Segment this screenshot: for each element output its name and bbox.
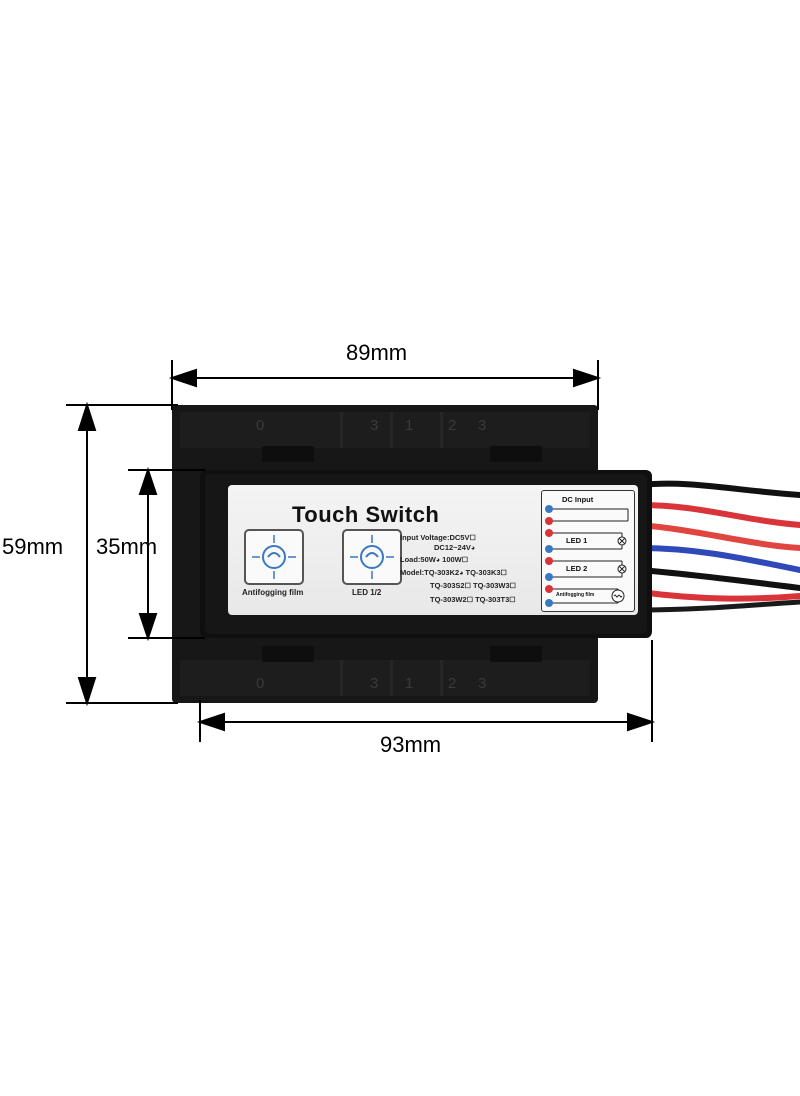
dimension-inner-height: 35mm (96, 534, 158, 559)
wire-red-2 (637, 522, 800, 551)
wiring-header: DC Input (562, 495, 594, 504)
ruler-mark: 1 (405, 417, 414, 434)
finger-touch-icon (252, 535, 296, 579)
ruler-mark: 3 (478, 417, 487, 434)
spec-model-row-2: TQ-303S2☐ TQ-303W3☐ (430, 581, 516, 590)
wiring-diagram: DC Input LED 1 LED 2 Antifogging film (541, 490, 635, 612)
wire-black-bottom (637, 599, 800, 613)
spec-model-row-1: Model:TQ-303K2◕ TQ-303K3☐ (400, 568, 507, 577)
wiring-lines (545, 505, 629, 607)
touch-pad-antifog (244, 529, 304, 585)
ruler-mark: 0 (256, 675, 265, 692)
pad-caption-antifog: Antifogging film (242, 588, 304, 597)
dimension-outer-height: 59mm (2, 534, 64, 559)
finger-touch-icon (350, 535, 394, 579)
ruler-mark: 2 (448, 675, 457, 692)
wire-black-mid (637, 567, 800, 591)
wires (637, 480, 800, 613)
pad-caption-led: LED 1/2 (352, 588, 382, 597)
wire-red-1 (637, 502, 800, 528)
ruler-mark: 2 (448, 417, 457, 434)
wire-blue (637, 545, 800, 573)
ruler-mark: 0 (256, 417, 265, 434)
wiring-fog: Antifogging film (556, 592, 595, 598)
spec-model-row-3: TQ-303W2☐ TQ-303T3☐ (430, 595, 516, 604)
spec-input-voltage-1: Input Voltage:DC5V☐ (400, 533, 476, 542)
wire-red-3 (637, 589, 800, 602)
dimension-lines (66, 360, 656, 742)
ruler-mark: 3 (478, 675, 487, 692)
wiring-led1: LED 1 (566, 536, 588, 545)
product-label: Touch Switch Antifogging film (228, 485, 638, 615)
touch-pad-led (342, 529, 402, 585)
dimension-top-width: 89mm (346, 340, 408, 365)
ruler-mark: 1 (405, 675, 414, 692)
terminal-markers (545, 505, 553, 607)
spec-input-voltage-2: DC12~24V◕ (434, 543, 476, 552)
ruler-mark: 3 (370, 675, 379, 692)
lamp-icon (617, 536, 627, 574)
ruler-mark: 3 (370, 417, 379, 434)
dimension-bottom-width: 93mm (380, 732, 442, 757)
label-title: Touch Switch (292, 502, 440, 527)
wiring-led2: LED 2 (566, 564, 588, 573)
wire-black-top (637, 480, 800, 498)
spec-load: Load:50W◕ 100W☐ (400, 555, 469, 564)
heater-icon (611, 589, 625, 603)
